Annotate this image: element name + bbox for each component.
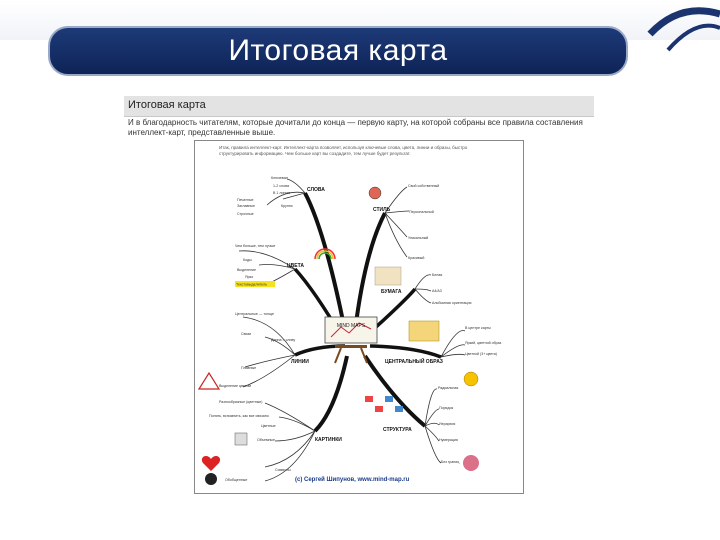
document-header: Итоговая карта — [124, 96, 594, 117]
leaf-label: Ключевые — [271, 176, 288, 180]
mind-map-note: Итак, правила интеллект-карт. Интеллект-… — [219, 145, 468, 156]
branch-label-centr: ЦЕНТРАЛЬНЫЙ ОБРАЗ — [385, 357, 443, 365]
mind-map-drawing: MIND MAPS СЛОВА СТИЛЬ ЦВЕТА БУМАГА ЛИНИИ… — [197, 176, 502, 485]
leaf-label: Чем больше, тем лучше — [235, 244, 275, 248]
central-image — [324, 316, 378, 364]
branch-label-cveta: ЦВЕТА — [287, 263, 304, 269]
slide-title: Итоговая карта — [228, 34, 448, 67]
leaf-label: 1-2 слова — [273, 184, 289, 188]
branch-label-struktura: СТРУКТУРА — [383, 427, 412, 433]
leaf-label: Строчные — [237, 212, 254, 216]
leaf-label: В 1 линию — [273, 191, 290, 195]
document-image: Итоговая карта И в благодарность читател… — [124, 96, 594, 496]
leaf-label: Выделение — [237, 268, 256, 272]
leaf-label: Крупно — [281, 204, 293, 208]
leaf-label: Символы — [275, 468, 291, 472]
leaf-label: Длина = слову — [271, 338, 295, 342]
leaf-label: Уникальный — [408, 236, 428, 240]
leaf-label: Текстовыделитель — [236, 283, 267, 287]
leaf-label: Радиальная — [438, 386, 458, 390]
mind-map-pictograms — [197, 186, 479, 485]
leaf-label: Заглавные — [237, 204, 255, 208]
mind-map-center-label: MIND MAPS — [337, 323, 366, 329]
leaf-label: Яркий, цветной образ — [465, 341, 502, 345]
leaf-label: В центре карты — [465, 326, 491, 330]
leaf-label: Белая — [432, 273, 442, 277]
document-header-title: Итоговая карта — [128, 99, 206, 111]
sub-branches — [238, 178, 466, 482]
leaf-label: Цветные — [261, 424, 276, 428]
leaf-label: Красивый — [408, 256, 424, 260]
document-intro: И в благодарность читателям, которые доч… — [128, 118, 583, 137]
branch-label-stil: СТИЛЬ — [373, 207, 391, 213]
leaf-label: Ярко — [245, 275, 253, 279]
decorative-swoosh — [647, 7, 720, 52]
highlighter-mark — [235, 281, 275, 287]
branch-label-linii: ЛИНИИ — [291, 359, 309, 365]
leaf-label: Коды — [243, 258, 252, 262]
leaf-label: А4/А3 — [432, 289, 442, 293]
leaf-label: Иерархия — [439, 422, 455, 426]
branch-label-bumaga: БУМАГА — [381, 289, 402, 295]
leaf-label: Порядок — [439, 406, 454, 410]
leaf-label: Свой собственный — [408, 184, 439, 188]
leaf-label: Нумерация — [439, 438, 458, 442]
branch-label-slova: СЛОВА — [307, 187, 325, 193]
leaf-label: Печатные — [237, 198, 253, 202]
main-branches — [293, 192, 442, 433]
leaf-label: Персональный — [409, 210, 434, 214]
slide-title-bar: Итоговая карта — [48, 26, 628, 76]
leaf-label: Цветной (3+ цвета) — [465, 352, 497, 356]
leaf-label: Разнообразные (цветные) — [219, 400, 263, 404]
leaf-label: Центральные — толще — [235, 312, 274, 316]
leaf-label: Обобщенные — [225, 478, 247, 482]
leaf-label: Выделение цветом — [219, 384, 251, 388]
mind-map-frame: Итак, правила интеллект-карт. Интеллект-… — [194, 140, 524, 494]
branch-label-kartinki: КАРТИНКИ — [315, 437, 342, 443]
mind-map-footer: (с) Сергей Шипунов, www.mind-map.ru — [295, 477, 410, 483]
leaf-label: Понять, вспомнить, как все связано — [209, 414, 269, 418]
leaf-label: Связи — [241, 332, 251, 336]
leaf-label: Без границ — [441, 460, 459, 464]
leaf-label: Плавные — [241, 366, 256, 370]
leaf-label: Объемные — [257, 438, 275, 442]
leaf-label: Альбомная ориентация — [432, 301, 471, 305]
